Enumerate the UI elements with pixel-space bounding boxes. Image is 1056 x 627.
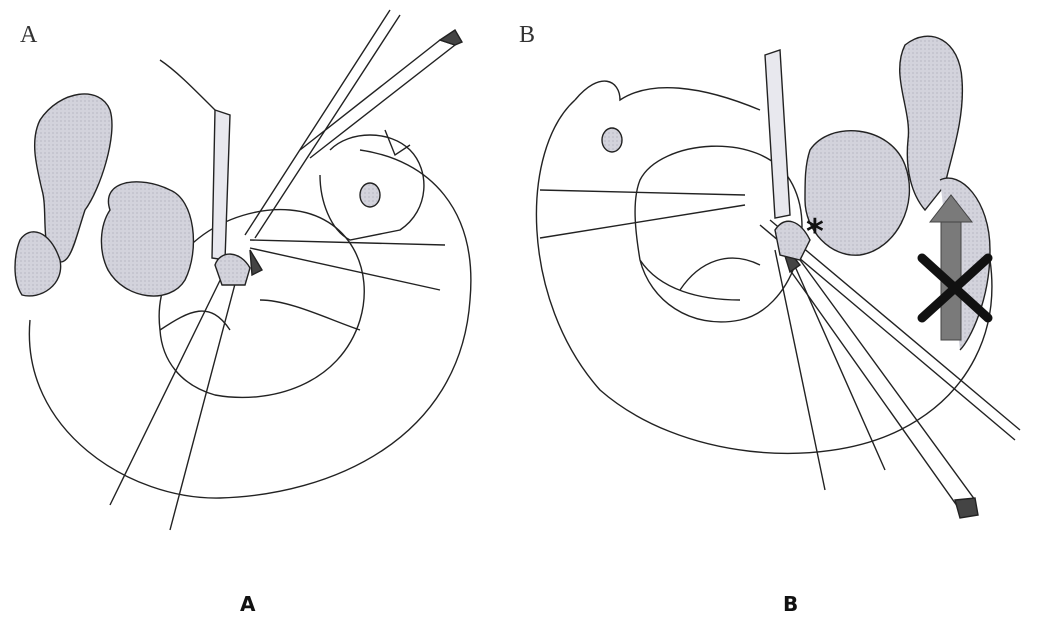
panel-b-drawing	[535, 35, 1021, 519]
panel-b-retractor	[764, 49, 791, 219]
panel-a-retractor	[211, 109, 231, 261]
panel-b-caption: B	[783, 592, 799, 616]
asterisk-annotation: *	[806, 212, 824, 252]
panel-a-drawing	[14, 9, 472, 531]
panel-b-outer-ring	[535, 99, 993, 455]
panel-b-shaded-region	[804, 130, 911, 256]
panel-a-outer-ring	[28, 149, 472, 499]
panel-b-letter: B	[519, 22, 536, 48]
panel-a-shaded-region-left	[100, 181, 195, 297]
panel-a-caption: A	[240, 592, 256, 616]
panel-a-forceps	[244, 9, 401, 239]
cross-mark-icon	[917, 253, 993, 323]
panel-b-forceps	[759, 219, 1021, 441]
panel-b-inner-circle	[634, 145, 803, 323]
panel-a-tooth-shape	[34, 93, 113, 263]
panel-a-letter: A	[20, 22, 38, 48]
